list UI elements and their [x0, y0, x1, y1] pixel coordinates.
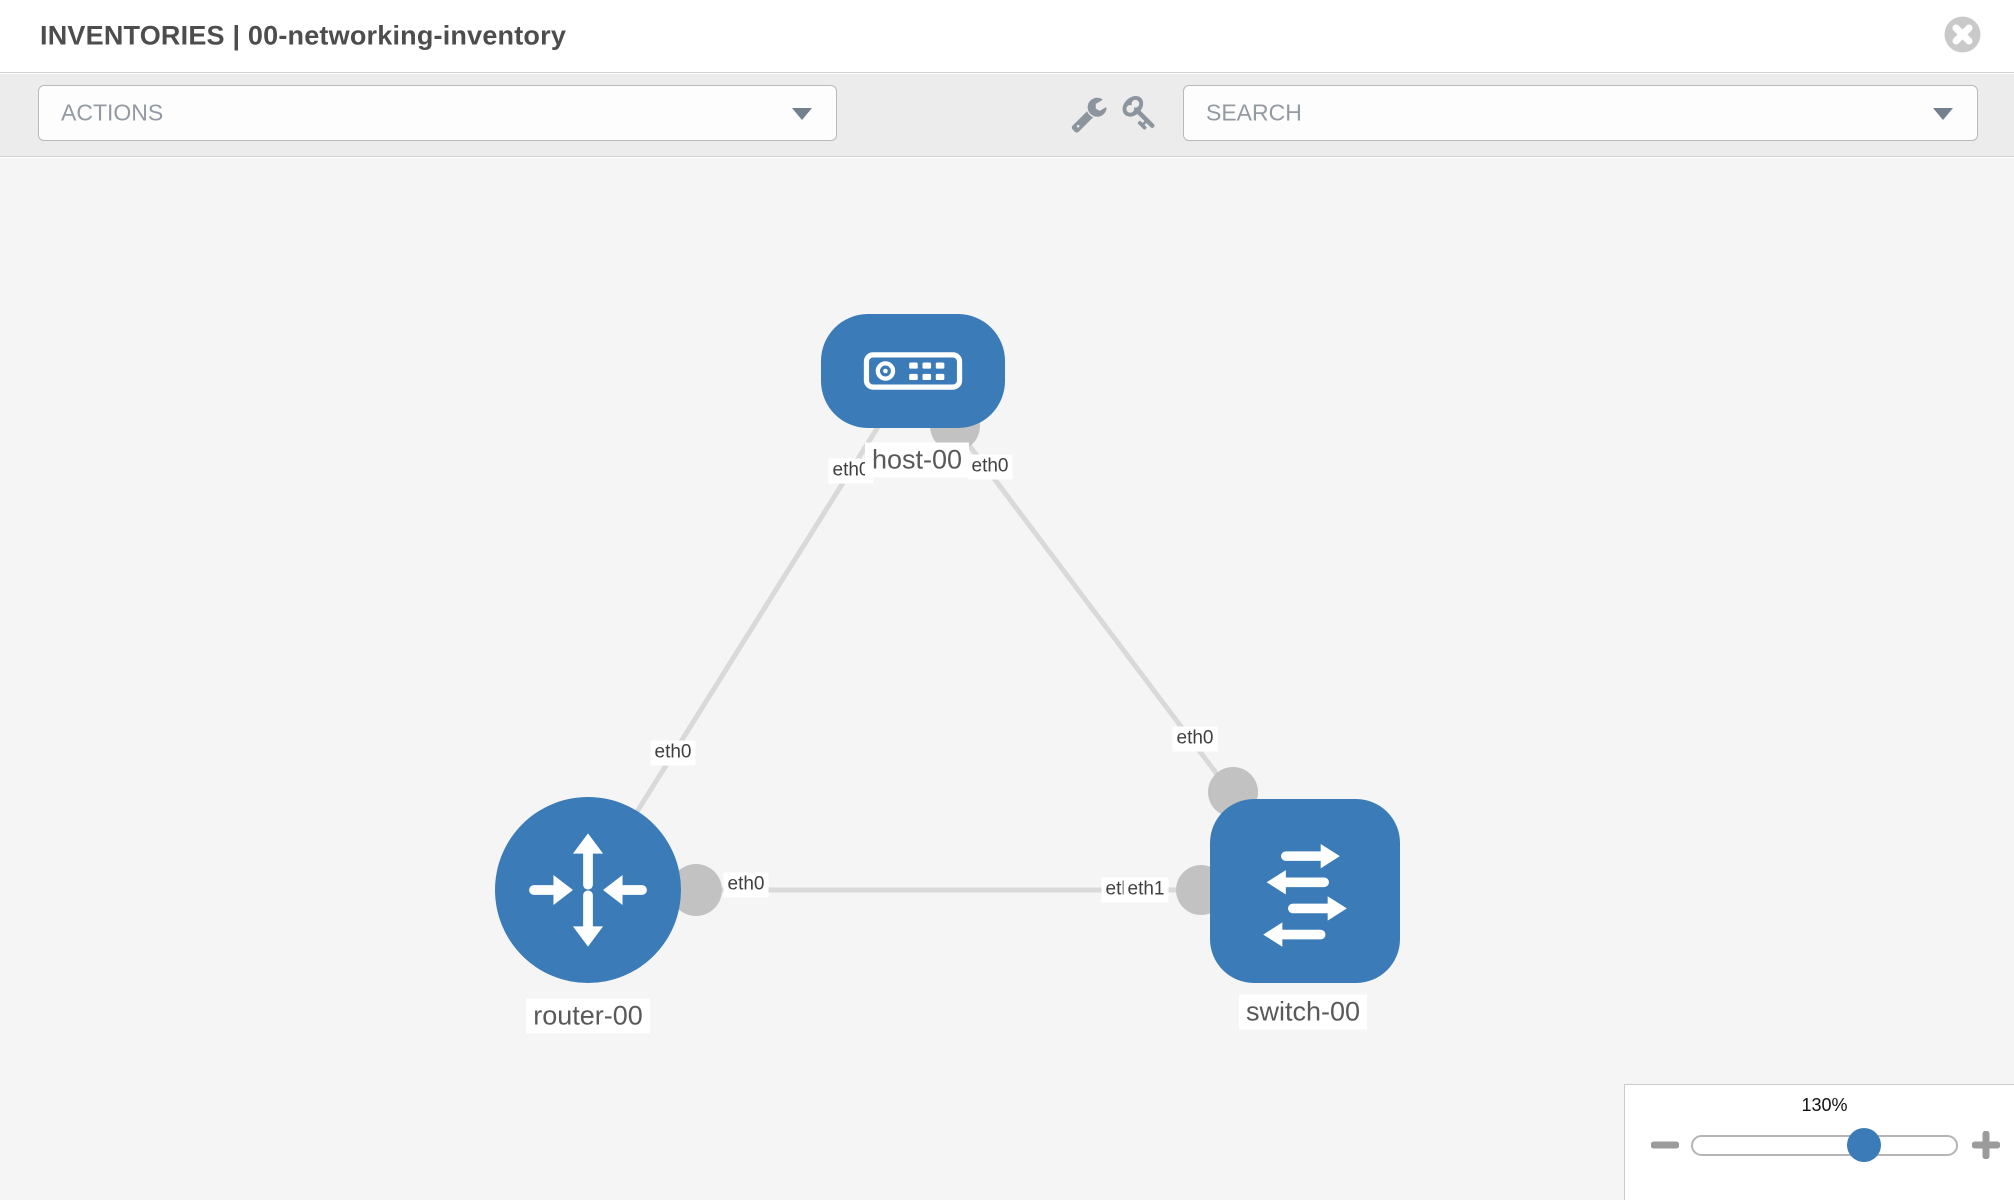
- iface-label: eth1: [1123, 877, 1169, 903]
- node-label-switch: switch-00: [1238, 994, 1368, 1030]
- actions-dropdown[interactable]: ACTIONS: [38, 85, 837, 141]
- switch-icon: [1263, 843, 1347, 947]
- zoom-out-button[interactable]: [1650, 1131, 1680, 1159]
- zoom-slider-track[interactable]: [1691, 1135, 1958, 1156]
- links-layer: [585, 369, 1307, 916]
- iface-label: eth0: [967, 454, 1013, 480]
- zoom-slider-handle[interactable]: [1847, 1128, 1881, 1162]
- chevron-down-icon: [792, 108, 812, 120]
- plus-icon: [1971, 1130, 2001, 1160]
- node-router-00[interactable]: [495, 797, 681, 983]
- tools-button[interactable]: [1068, 94, 1110, 136]
- topology-canvas[interactable]: host-00 router-00 switch-00 eth0 eth0 et…: [0, 158, 2014, 1200]
- node-label-host: host-00: [864, 442, 970, 478]
- link-host-router[interactable]: [585, 369, 916, 892]
- router-icon: [529, 833, 647, 947]
- page-title: INVENTORIES | 00-networking-inventory: [40, 20, 567, 51]
- zoom-in-button[interactable]: [1971, 1130, 2001, 1160]
- chevron-down-icon: [1933, 108, 1953, 120]
- header: INVENTORIES | 00-networking-inventory: [0, 0, 2014, 73]
- node-switch-00[interactable]: [1210, 799, 1400, 983]
- minus-icon: [1650, 1141, 1680, 1149]
- toolbar: ACTIONS SEARCH: [0, 74, 2014, 157]
- search-placeholder: SEARCH: [1206, 99, 1302, 126]
- close-button[interactable]: [1944, 16, 1981, 53]
- iface-label: eth0: [723, 872, 769, 898]
- iface-label: eth0: [650, 740, 696, 766]
- host-icon: [863, 352, 963, 390]
- wrench-icon: [1071, 97, 1107, 133]
- search-dropdown[interactable]: SEARCH: [1183, 85, 1978, 141]
- zoom-panel: 130%: [1624, 1084, 2014, 1200]
- actions-dropdown-label: ACTIONS: [61, 99, 164, 126]
- key-icon: [1122, 95, 1155, 130]
- credentials-button[interactable]: [1118, 95, 1158, 135]
- iface-label: eth0: [1172, 726, 1218, 752]
- node-label-router: router-00: [526, 998, 650, 1034]
- node-host-00[interactable]: [821, 314, 1005, 428]
- interface-connector: [670, 864, 722, 916]
- close-icon: [1944, 16, 1981, 53]
- zoom-level: 130%: [1801, 1095, 1848, 1115]
